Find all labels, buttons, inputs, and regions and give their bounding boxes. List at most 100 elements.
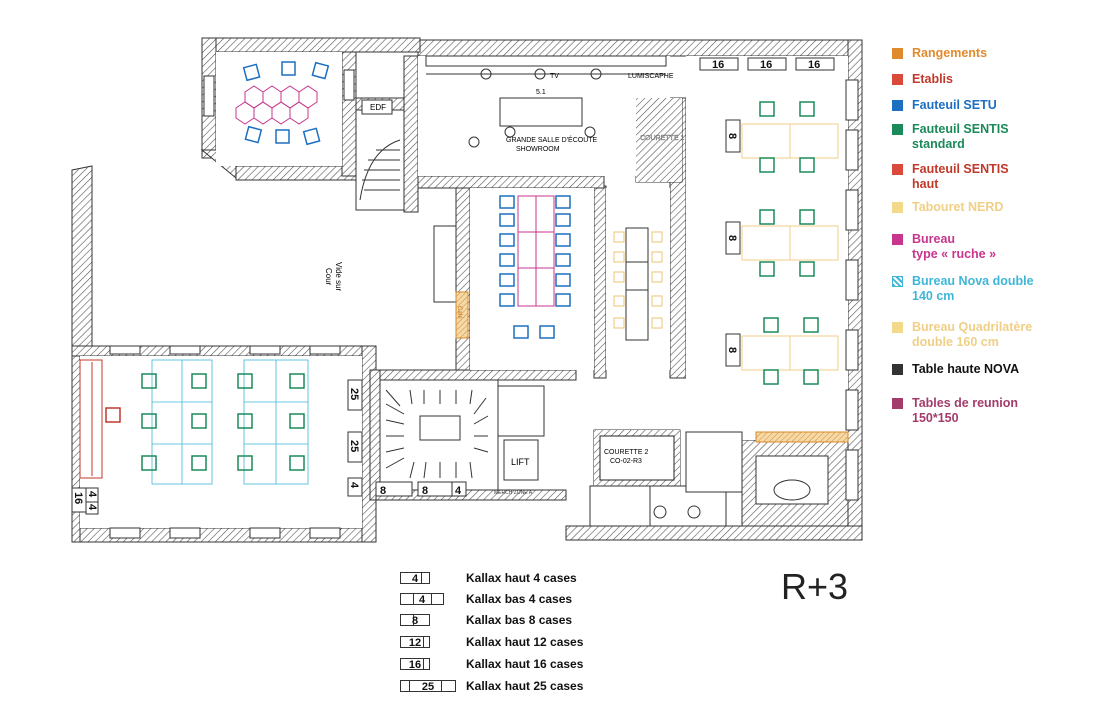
legend-item: Tabouret NERD [892, 200, 1003, 215]
vide-sur-cour-line2: Cour [324, 268, 333, 286]
legend-item: Fauteuil SENTIS haut [892, 162, 1009, 192]
kallax-top-16b: 16 [760, 59, 772, 71]
legend-swatch [892, 74, 903, 85]
meeting-room [433, 195, 571, 339]
kallax-box: 8 [400, 614, 430, 627]
legend-label: Fauteuil SETU [912, 98, 997, 112]
legend-label: Tabouret NERD [912, 200, 1004, 214]
kallax-bottom-8a: 8 [380, 485, 386, 497]
courette1-label: COURETTE 1 [640, 135, 684, 142]
kallax-stair-25a: 25 [348, 388, 360, 400]
kallax-legend-item: 4 Kallax haut 4 cases [400, 571, 577, 585]
kallax-label: Kallax bas 4 cases [466, 592, 573, 606]
five-one-label: 5.1 [536, 89, 546, 96]
edf-label: EDF [370, 103, 386, 112]
legend-item: Table haute NOVA [892, 362, 1019, 377]
kallax-top-16c: 16 [808, 59, 820, 71]
windows-right [845, 79, 859, 501]
kallax-number: 25 [421, 681, 435, 693]
legend-label: Rangements [912, 46, 988, 60]
kallax-left-4b: 4 [86, 504, 98, 511]
legend-label: Etablis [912, 72, 953, 86]
kallax-number: 16 [408, 659, 422, 671]
showroom [426, 68, 666, 148]
lift-label: LIFT [511, 457, 530, 467]
showroom-label: SHOWROOM [516, 146, 560, 153]
tv-label: TV [550, 73, 559, 80]
legend-swatch [892, 234, 903, 245]
legend-label: Fauteuil SENTIS standard [912, 122, 1009, 151]
kallax-left-16: 16 [72, 492, 84, 504]
grande-salle-label: GRANDE SALLE D'ÉCOUTE [506, 135, 598, 144]
legend-label: Table haute NOVA [912, 362, 1020, 376]
legend-label: Bureau Quadrilatère double 160 cm [912, 320, 1033, 349]
floor-label: R+3 [781, 566, 849, 607]
kallax-box: 12 [400, 636, 430, 649]
legend-item: Tables de reunion 150*150 [892, 396, 1018, 426]
legend-label: Bureau Nova double 140 cm [912, 274, 1034, 303]
kallax-label: Kallax haut 25 cases [466, 679, 584, 693]
kallax-stair-4: 4 [348, 482, 360, 489]
kallax-legend-item: 4 Kallax bas 4 cases [400, 592, 572, 606]
kallax-legend-item: 16 Kallax haut 16 cases [400, 657, 583, 671]
kallax-bottom-4: 4 [455, 485, 462, 497]
kallax-box: 25 [400, 680, 456, 693]
stair-tower [355, 99, 405, 211]
kallax-right-8b: 8 [726, 235, 738, 241]
kallax-box: 4 [400, 572, 430, 585]
legend-swatch [892, 202, 903, 213]
kallax-label: Kallax haut 16 cases [466, 657, 584, 671]
legend-swatch [892, 124, 903, 135]
kallax-box: 16 [400, 658, 430, 671]
kallax-marks: 16 16 16 8 8 8 25 25 4 8 8 4 16 4 4 [71, 57, 835, 515]
kallax-bottom-8b: 8 [422, 485, 428, 497]
hive-desks [235, 85, 318, 125]
legend-item: Bureau Quadrilatère double 160 cm [892, 320, 1032, 350]
central-stair [379, 379, 545, 491]
legend-label: Fauteuil SENTIS haut [912, 162, 1009, 191]
kallax-number: 4 [411, 573, 419, 585]
kallax-label: Kallax haut 12 cases [466, 635, 584, 649]
kallax-legend-item: 8 Kallax bas 8 cases [400, 613, 572, 627]
kallax-top-16a: 16 [712, 59, 724, 71]
bathrooms [589, 431, 743, 527]
kallax-number: 8 [411, 615, 419, 627]
kallax-right-8a: 8 [726, 133, 738, 139]
kallax-label: Kallax haut 4 cases [466, 571, 577, 585]
kallax-number: 4 [418, 594, 426, 606]
lumiscaphe-label: LUMISCAPHE [628, 73, 674, 80]
legend-swatch [892, 164, 903, 175]
legend-swatch [892, 398, 903, 409]
kallax-right-8c: 8 [726, 347, 738, 353]
left-openspace [79, 345, 341, 539]
kallax-left-4a: 4 [86, 491, 98, 498]
kallax-legend-item: 25 Kallax haut 25 cases [400, 679, 583, 693]
right-openspace [741, 101, 849, 505]
kallax-number: 12 [408, 637, 422, 649]
legend-item: Fauteuil SENTIS standard [892, 122, 1009, 152]
legend-item: Etablis [892, 72, 953, 87]
kallax-box: 4 [400, 593, 444, 606]
nerd-area [613, 227, 663, 341]
legend-item: Rangements [892, 46, 987, 61]
legend-swatch [892, 364, 903, 375]
setu-chairs-hive [242, 61, 330, 146]
kallax-legend-item: 12 Kallax haut 12 cases [400, 635, 583, 649]
vide-sur-cour-line1: Vide sur [334, 262, 343, 292]
legend-swatch [892, 48, 903, 59]
kallax-stair-25b: 25 [348, 440, 360, 452]
courette2-label: COURETTE 2 [604, 449, 648, 456]
legend-swatch [892, 276, 903, 287]
legend-label: Bureau type « ruche » [912, 232, 997, 261]
legend-label: Tables de reunion 150*150 [912, 396, 1019, 425]
cafe-label: Café [456, 306, 462, 319]
courette2-code: CO-02-R3 [610, 458, 642, 465]
legend-item: Bureau type « ruche » [892, 232, 996, 262]
legend-swatch [892, 322, 903, 333]
legend-item: Fauteuil SETU [892, 98, 997, 113]
legend-item: Bureau Nova double 140 cm [892, 274, 1034, 304]
merch-zone-label: MERCH ZONE A [494, 490, 533, 496]
legend-swatch [892, 100, 903, 111]
kallax-label: Kallax bas 8 cases [466, 613, 573, 627]
